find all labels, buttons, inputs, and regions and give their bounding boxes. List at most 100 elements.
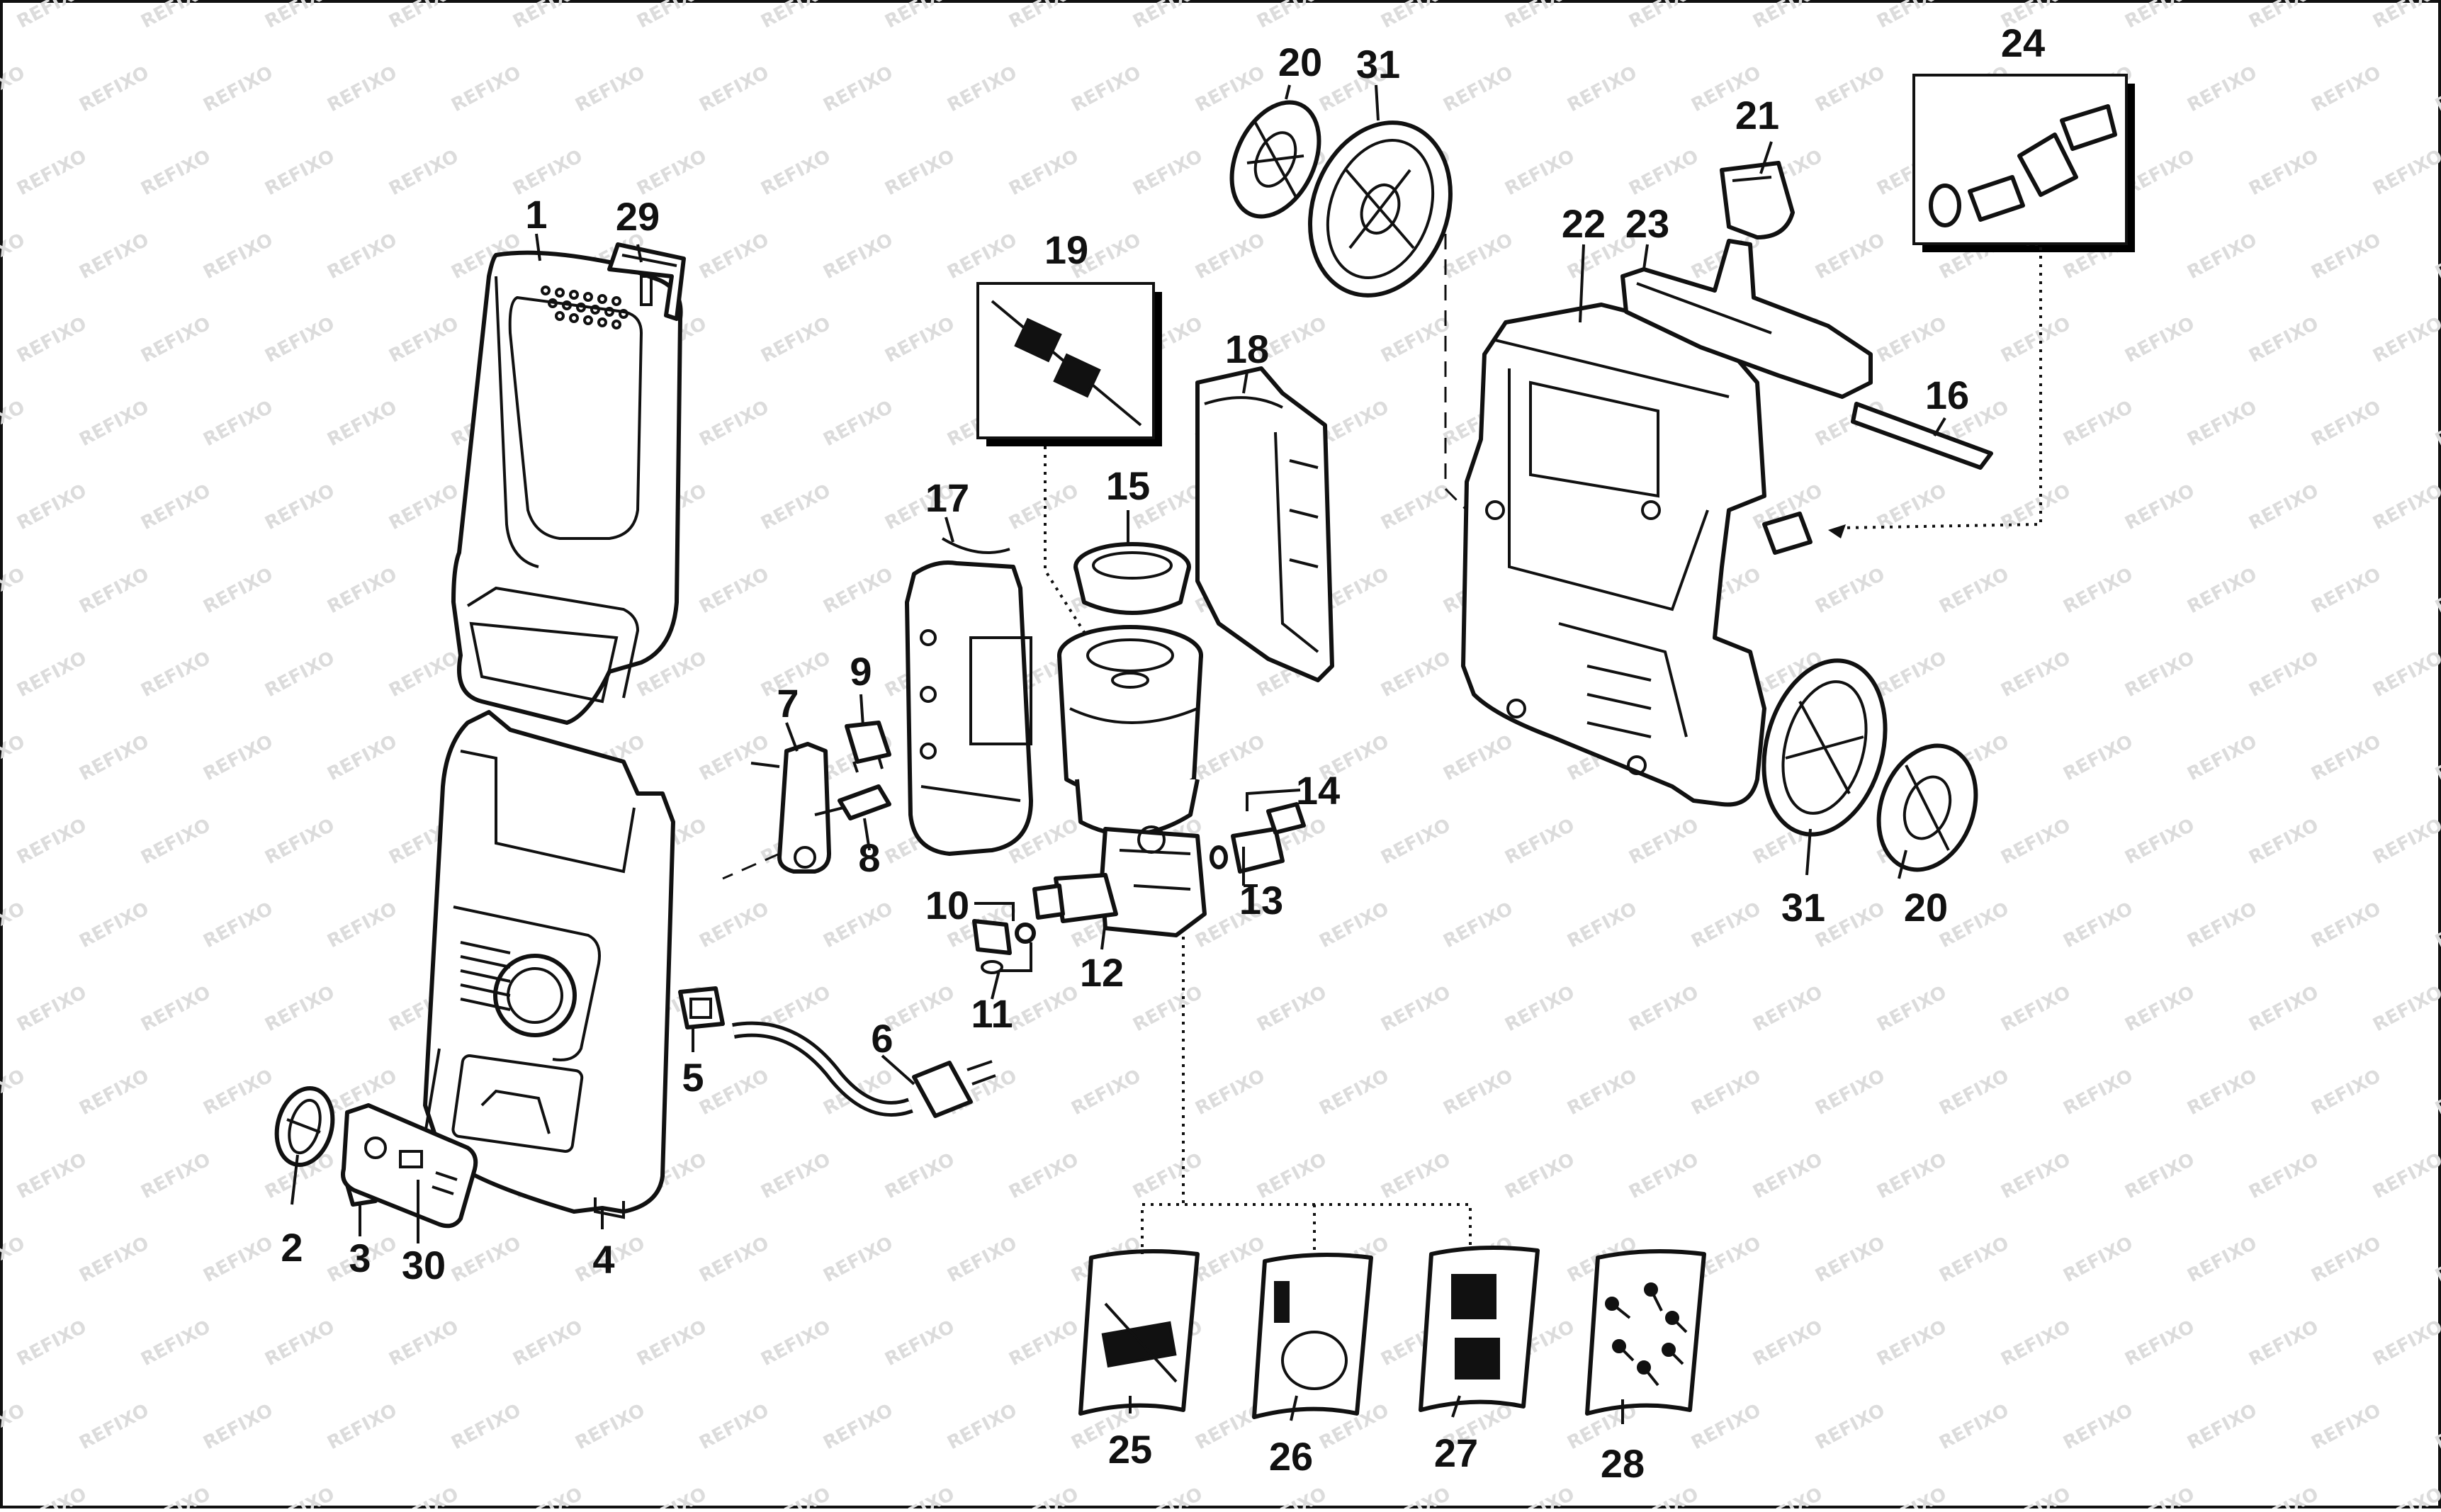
watermark-text: REFIXO [633,1316,710,1370]
watermark-text: REFIXO [2060,1066,2136,1119]
watermark-text: REFIXO [1688,1066,1764,1119]
watermark-text: REFIXO [137,1149,214,1203]
watermark-text: REFIXO [2184,397,2260,451]
watermark-text: REFIXO [200,230,276,283]
watermark-text: REFIXO [2121,648,2198,701]
watermark-text: REFIXO [696,62,772,116]
watermark-text: REFIXO [1192,731,1268,785]
watermark-text: REFIXO [385,480,462,534]
part-main-frame [1461,303,1766,807]
watermark-text: REFIXO [696,1233,772,1287]
watermark-text: REFIXO [1873,313,1950,367]
label-part-22: 22 [1562,201,1606,246]
watermark-text: REFIXO [0,230,28,283]
part-labels: 1 2 3 4 5 6 7 8 9 10 11 12 13 14 15 16 1… [281,21,2045,1486]
watermark-text: REFIXO [0,397,28,451]
watermark-text: REFIXO [2121,982,2198,1036]
watermark-text: REFIXO [757,0,834,33]
watermark-text: REFIXO [509,1484,586,1508]
watermark-text: REFIXO [881,146,958,200]
watermark-text: REFIXO [385,648,462,701]
part-kit-bag-27 [1419,1246,1540,1412]
watermark-text: REFIXO [2245,480,2322,534]
part-motor-housing [905,537,1033,856]
watermark-text: REFIXO [2245,648,2322,701]
part-kit-bag-26 [1252,1253,1373,1419]
watermark-text: REFIXO [881,1316,958,1370]
label-part-6: 6 [871,1016,893,1061]
watermark-text: REFIXO [1564,898,1640,952]
watermark-text: REFIXO [1005,146,1082,200]
watermark-text: REFIXO [633,146,710,200]
watermark-text: REFIXO [1625,0,1702,33]
watermark-text: REFIXO [1873,0,1950,33]
watermark-text: REFIXO [1936,564,2012,618]
label-part-13: 13 [1239,878,1283,923]
watermark-text: REFIXO [0,1233,28,1287]
part-handle-clip [607,242,686,321]
watermark-text: REFIXO [2184,1233,2260,1287]
watermark-text: REFIXO [261,815,338,869]
watermark-text: REFIXO [1440,230,1516,283]
watermark-text: REFIXO [76,1066,152,1119]
watermark-text: REFIXO [261,313,338,367]
watermark-text: REFIXO [13,815,90,869]
watermark-text: REFIXO [76,731,152,785]
label-part-12: 12 [1080,950,1124,995]
watermark-text: REFIXO [1501,0,1578,33]
watermark-text: REFIXO [509,1316,586,1370]
watermark-text: REFIXO [881,1484,958,1508]
watermark-text: REFIXO [76,1400,152,1454]
watermark-text: REFIXO [1936,1233,2012,1287]
watermark-text: REFIXO [757,313,834,367]
watermark-text: REFIXO [1253,0,1330,33]
watermark-text: REFIXO [2184,898,2260,952]
part-inlet-connector-box [1912,74,2135,252]
label-part-25: 25 [1108,1427,1152,1472]
watermark-text: REFIXO [137,815,214,869]
label-part-7: 7 [777,681,799,726]
label-part-19: 19 [1044,227,1088,272]
watermark-text: REFIXO [2121,480,2198,534]
watermark-text: REFIXO [1749,1149,1826,1203]
part-lower-body [423,710,675,1219]
watermark-text: REFIXO [633,0,710,33]
part-hub-cap-top [1229,100,1321,219]
watermark-text: REFIXO [76,898,152,952]
watermark-text: REFIXO [696,1400,772,1454]
watermark-text: REFIXO [1377,480,1454,534]
watermark-text: REFIXO [2060,397,2136,451]
watermark-text: REFIXO [448,1233,524,1287]
watermark-text: REFIXO [1005,982,1082,1036]
watermark-text: REFIXO [944,1233,1020,1287]
watermark-text: REFIXO [572,62,648,116]
watermark-text: REFIXO [1749,982,1826,1036]
part-hub-cap-bottom [1876,743,1978,872]
part-cover-plate [750,742,831,874]
watermark-text: REFIXO [1129,0,1206,33]
watermark-text: REFIXO [0,898,28,952]
watermark-text: REFIXO [1501,1484,1578,1508]
label-part-23: 23 [1625,201,1669,246]
watermark-text: REFIXO [1129,146,1206,200]
label-part-5: 5 [682,1055,704,1100]
watermark-text: REFIXO [0,564,28,618]
watermark-text: REFIXO [1997,313,2074,367]
label-part-3: 3 [349,1236,371,1280]
label-part-24: 24 [2001,21,2045,65]
label-part-20-bottom: 20 [1904,885,1948,930]
watermark-text: REFIXO [820,1400,896,1454]
watermark-text: REFIXO [1936,1400,2012,1454]
part-motor-cover [1195,366,1334,682]
watermark-text: REFIXO [137,982,214,1036]
watermark-text: REFIXO [1812,1066,1888,1119]
watermark-text: REFIXO [2369,0,2441,33]
watermark-text: REFIXO [1440,62,1516,116]
watermark-text: REFIXO [633,1484,710,1508]
watermark-text: REFIXO [820,230,896,283]
part-wheel-bottom [1761,658,1888,837]
watermark-text: REFIXO [2184,230,2260,283]
watermark-text: REFIXO [1068,62,1144,116]
watermark-text: REFIXO [200,397,276,451]
